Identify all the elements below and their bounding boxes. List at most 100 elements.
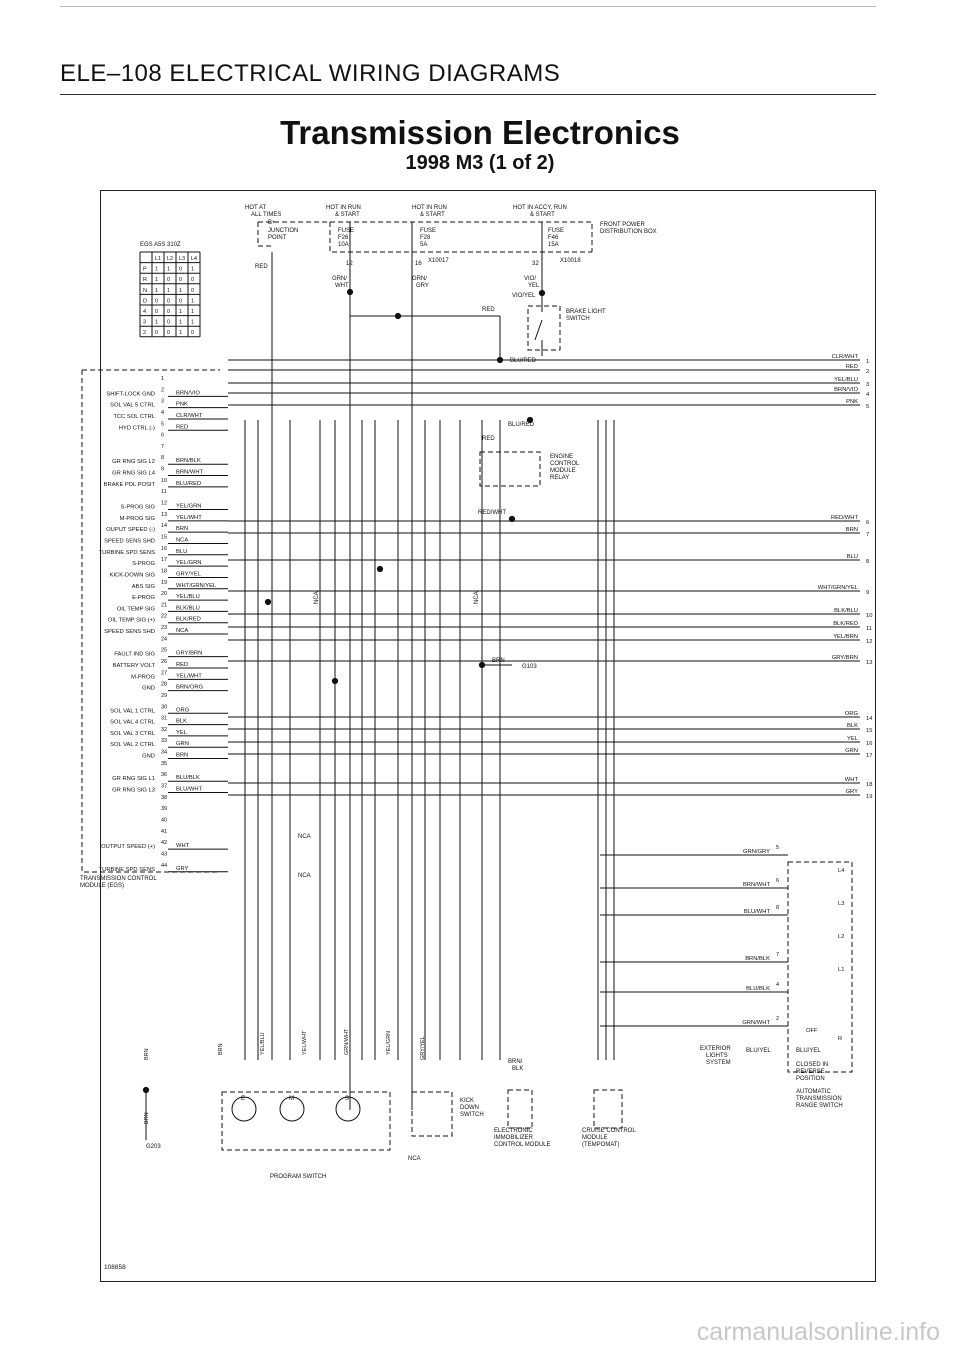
range-switch-pin: 8 bbox=[776, 905, 779, 911]
egs-pin-wire: YEL/GRN bbox=[176, 504, 201, 510]
egs-pin-number: 42 bbox=[161, 840, 167, 846]
egs-pin-number: 30 bbox=[161, 704, 167, 710]
cruise-control-label: (TEMPOMAT) bbox=[582, 1142, 620, 1148]
program-switch-pos: M bbox=[289, 1096, 294, 1102]
hot-in-run-label: & START bbox=[420, 212, 445, 218]
egs-pin-signal: SOL VAL 2 CTRL bbox=[110, 742, 156, 748]
range-switch-body bbox=[787, 861, 853, 1073]
egs-table-cell: N bbox=[143, 288, 147, 294]
egs-pin-signal: TURBINE SPD SENS bbox=[99, 550, 156, 556]
egs-pin-number: 19 bbox=[161, 580, 167, 586]
figure-id: 108858 bbox=[104, 1264, 126, 1271]
ecm-relay bbox=[479, 451, 541, 487]
egs-table-cell: 0 bbox=[179, 277, 182, 283]
range-switch-note: POSITION bbox=[796, 1076, 825, 1082]
x10018-label: X10018 bbox=[560, 258, 581, 264]
egs-table-cell: 1 bbox=[155, 277, 158, 283]
fuse-f46-label: 15A bbox=[548, 242, 559, 248]
right-wire-number: 19 bbox=[866, 794, 872, 800]
egs-table-cell: 1 bbox=[167, 288, 170, 294]
wire-label: BLU/YEL bbox=[746, 1048, 771, 1054]
egs-pin-signal: OUPUT SPEED (-) bbox=[106, 527, 155, 533]
egs-pin-wire: CLR/WHT bbox=[176, 413, 203, 419]
hot-in-accy-label: & START bbox=[530, 212, 555, 218]
egs-table-cell: 1 bbox=[155, 288, 158, 294]
egs-pin-wire: GRN bbox=[176, 741, 189, 747]
right-wire-label: BLK/BLU bbox=[834, 608, 858, 614]
right-wire-label: WHT/GRN/YEL bbox=[818, 585, 859, 591]
egs-pin-number: 12 bbox=[161, 501, 167, 507]
egs-pin-wire: BLU/RED bbox=[176, 481, 201, 487]
immobilizer-label: CONTROL MODULE bbox=[494, 1142, 550, 1148]
egs-pin-number: 2 bbox=[161, 387, 164, 393]
egs-pin-wire: WHT bbox=[176, 843, 190, 849]
egs-pin-signal: SOL VAL 1 CTRL bbox=[110, 708, 156, 714]
right-wire-number: 15 bbox=[866, 728, 872, 734]
nca-label: NCA bbox=[298, 834, 311, 840]
egs-pin-signal: SOL VAL 5 CTRL bbox=[110, 403, 156, 409]
immobilizer-box bbox=[507, 1089, 533, 1129]
egs-table-cell: R bbox=[143, 277, 147, 283]
egs-pin-number: 11 bbox=[161, 489, 167, 495]
egs-pin-wire: BRN/BLK bbox=[176, 458, 201, 464]
egs-pin-signal: S-PROG bbox=[132, 561, 155, 567]
egs-pin-number: 35 bbox=[161, 761, 167, 767]
right-wire-number: 4 bbox=[866, 392, 870, 398]
brake-switch-label: SWITCH bbox=[566, 316, 590, 322]
right-wire-number: 16 bbox=[866, 741, 872, 747]
egs-table-title: EGS A5S 310Z bbox=[140, 242, 181, 248]
range-switch-pin: 7 bbox=[776, 952, 779, 958]
ecm-relay-label: RELAY bbox=[550, 475, 569, 481]
front-power-label: DISTRIBUTION BOX bbox=[600, 229, 657, 235]
fuse-f28-label: 5A bbox=[420, 242, 427, 248]
splice-dot bbox=[538, 289, 546, 297]
program-switch-pos: E bbox=[241, 1096, 245, 1102]
program-switch-s bbox=[335, 1096, 361, 1122]
egs-table-cell: 1 bbox=[191, 267, 194, 273]
range-switch-pin: 4 bbox=[776, 982, 779, 988]
egs-pin-signal: OIL TEMP SIG (+) bbox=[108, 618, 155, 624]
egs-table-cell: 1 bbox=[191, 309, 194, 315]
egs-pin-number: 24 bbox=[161, 636, 167, 642]
dist-box bbox=[257, 222, 272, 247]
egs-pin-signal: BRAKE PDL POSIT bbox=[104, 482, 156, 488]
dist-box bbox=[258, 221, 593, 252]
header-rule bbox=[60, 94, 876, 95]
egs-pin-number: 5 bbox=[161, 421, 164, 427]
nca-label: NCA bbox=[474, 591, 480, 604]
egs-table-cell: 0 bbox=[155, 309, 158, 315]
egs-table-cell: 0 bbox=[167, 277, 170, 283]
egs-pin-signal: GR RNG SIG L1 bbox=[112, 776, 155, 782]
right-wire-number: 14 bbox=[866, 716, 873, 722]
wire-label: BRN bbox=[144, 1112, 150, 1124]
egs-pin-number: 17 bbox=[161, 557, 167, 563]
egs-pin-wire: BLK/BLU bbox=[176, 605, 200, 611]
right-wire-label: GRY bbox=[846, 789, 859, 795]
wire-label: BLK bbox=[512, 1066, 523, 1072]
egs-pin-signal: GND bbox=[142, 686, 155, 692]
splice-dot bbox=[331, 677, 339, 685]
kickdown-label: SWITCH bbox=[460, 1112, 484, 1118]
egs-pin-number: 23 bbox=[161, 625, 167, 631]
egs-table-cell: P bbox=[143, 267, 147, 273]
egs-table-cell: 0 bbox=[179, 267, 182, 273]
right-wire-number: 12 bbox=[866, 639, 872, 645]
egs-table-cell: 1 bbox=[179, 309, 182, 315]
hot-at-all-label: ALL TIMES bbox=[251, 212, 281, 218]
wire-red-label: RED bbox=[255, 264, 268, 270]
egs-pin-wire: YEL bbox=[176, 730, 188, 736]
egs-pin-number: 14 bbox=[161, 523, 167, 529]
switch-blade bbox=[534, 319, 543, 341]
egs-pin-signal: TURBINE SPD SENS bbox=[99, 867, 156, 873]
program-switch-wire: YEL/BLU bbox=[260, 1032, 266, 1055]
diagram-title: Transmission Electronics bbox=[280, 114, 680, 151]
wire-label: BRN bbox=[144, 1048, 150, 1060]
egs-pin-number: 40 bbox=[161, 817, 167, 823]
nca-label: NCA bbox=[314, 591, 320, 604]
right-wire-number: 9 bbox=[866, 590, 869, 596]
right-wire-label: ORG bbox=[845, 711, 859, 717]
program-switch-e bbox=[231, 1096, 257, 1122]
ground-label: G103 bbox=[522, 664, 537, 670]
egs-pin-wire: NCA bbox=[176, 537, 188, 543]
cruise-box bbox=[593, 1089, 623, 1129]
